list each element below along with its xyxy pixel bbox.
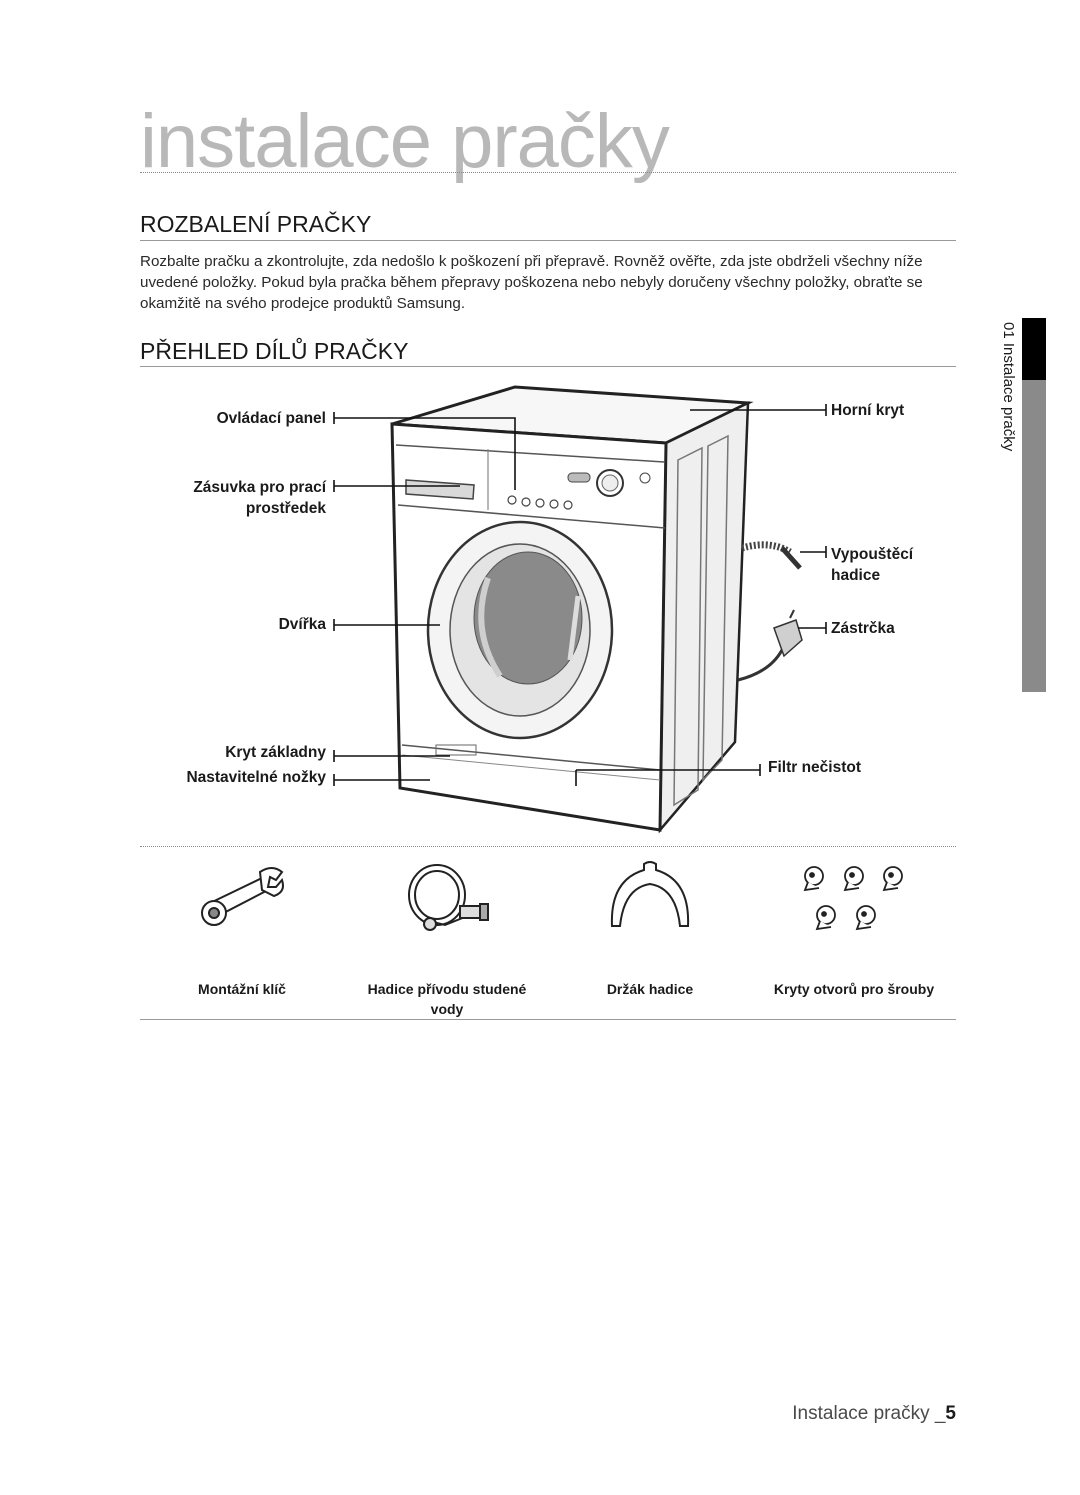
accessory-label-hose-holder: Držák hadice xyxy=(606,981,694,997)
water-hose-icon xyxy=(408,864,489,931)
callout-detergent-drawer: Zásuvka pro prací prostředek xyxy=(140,477,326,519)
accessory-label-bolt-caps: Kryty otvorů pro šrouby xyxy=(773,981,935,997)
overview-heading: PŘEHLED DÍLŮ PRAČKY xyxy=(140,338,409,364)
chapter-tab-label: 01 Instalace pračky xyxy=(1000,322,1017,452)
callout-debris-filter: Filtr nečistot xyxy=(768,759,862,776)
callout-drain-hose-line1: Vypouštěcí xyxy=(831,546,914,563)
page-footer: Instalace pračky _5 xyxy=(792,1403,956,1425)
accessory-label-water-hose: Hadice přívodu studené vody xyxy=(340,979,554,1019)
callout-adjustable-feet: Nastavitelné nožky xyxy=(186,769,326,786)
unpacking-heading: ROZBALENÍ PRAČKY xyxy=(140,211,372,237)
page-title: instalace pračky xyxy=(140,99,670,184)
chapter-tab xyxy=(994,318,1046,692)
unpacking-text: Rozbalte pračku a zkontrolujte, zda nedo… xyxy=(140,253,923,312)
accessories-top-divider xyxy=(140,846,956,847)
accessory-label-water-hose-line2: vody xyxy=(430,1001,464,1017)
callout-drain-hose-line2: hadice xyxy=(831,567,881,584)
overview-divider xyxy=(140,366,956,367)
callout-control-panel: Ovládací panel xyxy=(216,410,326,427)
accessories-bottom-divider xyxy=(140,1019,956,1020)
accessory-label-wrench: Montážní klíč xyxy=(198,981,286,997)
accessory-label-water-hose-line1: Hadice přívodu studené xyxy=(367,981,527,997)
callout-detergent-drawer-line2: prostředek xyxy=(245,500,326,517)
callout-drain-hose: Vypouštěcí hadice xyxy=(831,544,913,586)
hose-holder-icon xyxy=(610,861,690,927)
leader-control-panel xyxy=(334,417,516,490)
wrench-icon xyxy=(201,867,284,926)
title-divider xyxy=(140,172,956,173)
callout-detergent-drawer-line1: Zásuvka pro prací xyxy=(193,479,326,496)
callout-base-cover: Kryt základny xyxy=(225,744,326,761)
unpacking-divider xyxy=(140,240,956,241)
bolt-hole-cap-icon xyxy=(803,866,903,931)
callout-plug: Zástrčka xyxy=(831,620,895,637)
leader-lines xyxy=(333,404,827,786)
accessories-illustrations xyxy=(201,861,903,931)
page-number: 5 xyxy=(945,1403,956,1424)
callout-door: Dvířka xyxy=(278,616,326,633)
footer-section-title: Instalace pračky _ xyxy=(792,1403,946,1424)
callout-top-cover: Horní kryt xyxy=(831,402,905,419)
washing-machine-illustration xyxy=(390,385,803,834)
